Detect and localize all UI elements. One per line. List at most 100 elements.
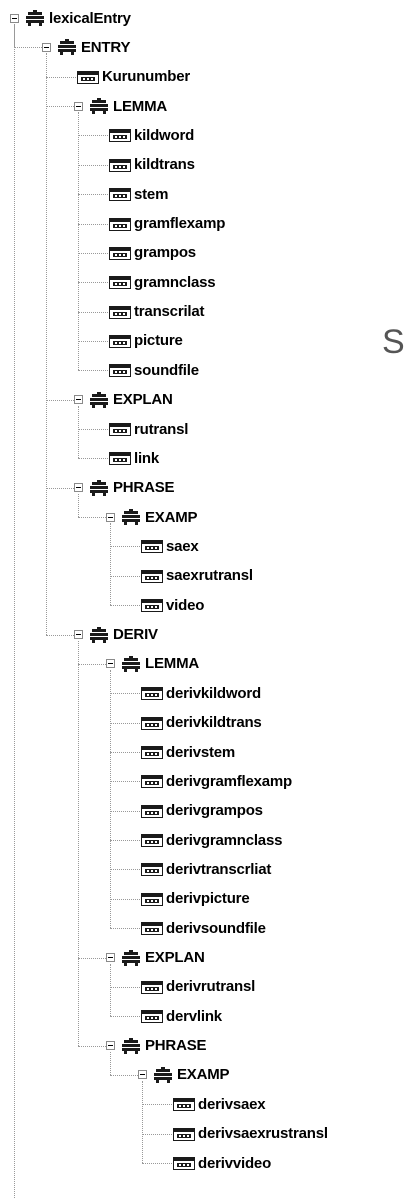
group-element-icon (119, 509, 145, 526)
tree-leaf-node[interactable]: transcrilat (108, 302, 205, 322)
tree-leaf-node[interactable]: stem (108, 184, 168, 204)
tree-connector (142, 1163, 184, 1165)
tree-group-node[interactable]: EXPLAN (74, 390, 173, 410)
tree-leaf-node[interactable]: derivsaex (172, 1094, 266, 1114)
tree-connector (78, 112, 79, 371)
tree-node-label: gramnclass (134, 273, 216, 291)
field-element-icon (140, 773, 166, 789)
tree-connector (46, 634, 74, 636)
tree-leaf-node[interactable]: derivgramflexamp (140, 771, 292, 791)
field-element-icon (140, 803, 166, 819)
tree-node-label: link (134, 449, 160, 467)
collapse-toggle-icon[interactable] (74, 395, 83, 405)
tree-connector (110, 1051, 111, 1075)
field-element-icon (108, 186, 134, 202)
tree-group-node[interactable]: LEMMA (74, 96, 167, 116)
tree-connector (110, 1074, 138, 1076)
collapse-toggle-icon[interactable] (106, 659, 115, 669)
field-element-icon (172, 1155, 198, 1171)
tree-connector (110, 928, 152, 930)
tree-connector (46, 487, 74, 489)
tree-leaf-node[interactable]: saexrutransl (140, 566, 253, 586)
tree-connector (78, 194, 120, 196)
tree-leaf-node[interactable]: picture (108, 331, 183, 351)
collapse-toggle-icon[interactable] (74, 483, 83, 493)
group-element-icon (87, 391, 113, 408)
tree-connector (78, 640, 79, 1046)
collapse-toggle-icon[interactable] (42, 42, 51, 52)
collapse-toggle-icon[interactable] (74, 101, 83, 111)
tree-connector (78, 493, 79, 518)
tree-group-node[interactable]: EXPLAN (106, 948, 205, 968)
collapse-toggle-icon[interactable] (106, 953, 115, 963)
tree-leaf-node[interactable]: Kurunumber (76, 67, 190, 87)
group-element-icon (23, 10, 49, 26)
collapse-toggle-icon[interactable] (106, 512, 115, 522)
tree-connector (78, 282, 120, 284)
tree-group-node[interactable]: PHRASE (74, 478, 175, 498)
tree-node-label: derivtranscrliat (166, 860, 272, 878)
tree-leaf-node[interactable]: rutransl (108, 419, 188, 439)
tree-leaf-node[interactable]: dervlink (140, 1006, 222, 1026)
group-element-icon (119, 655, 145, 672)
field-element-icon (76, 69, 102, 85)
tree-connector (78, 340, 120, 342)
tree-leaf-node[interactable]: kildword (108, 125, 194, 145)
tree-connector (110, 986, 152, 988)
field-element-icon (140, 538, 166, 554)
tree-leaf-node[interactable]: saex (140, 536, 199, 556)
tree-connector (110, 963, 111, 1017)
field-element-icon (140, 685, 166, 701)
tree-leaf-node[interactable]: grampos (108, 243, 196, 263)
tree-group-node[interactable]: EXAMP (138, 1065, 230, 1085)
tree-leaf-node[interactable]: derivstem (140, 742, 235, 762)
collapse-toggle-icon[interactable] (106, 1041, 115, 1051)
field-element-icon (108, 274, 134, 290)
tree-leaf-node[interactable]: derivgrampos (140, 801, 263, 821)
tree-leaf-node[interactable]: gramflexamp (108, 214, 225, 234)
tree-leaf-node[interactable]: gramnclass (108, 272, 216, 292)
tree-leaf-node[interactable]: derivgramnclass (140, 830, 282, 850)
tree-node-label: saex (166, 537, 199, 555)
tree-leaf-node[interactable]: derivpicture (140, 889, 250, 909)
collapse-toggle-icon[interactable] (74, 630, 83, 640)
tree-leaf-node[interactable]: video (140, 595, 204, 615)
tree-leaf-node[interactable]: derivtranscrliat (140, 859, 271, 879)
field-element-icon (108, 450, 134, 466)
group-element-icon (87, 626, 113, 643)
tree-leaf-node[interactable]: derivkildtrans (140, 713, 262, 733)
tree-connector (78, 1045, 106, 1047)
tree-leaf-node[interactable]: kildtrans (108, 155, 195, 175)
tree-leaf-node[interactable]: link (108, 448, 159, 468)
tree-node-label: picture (134, 332, 183, 350)
tree-leaf-node[interactable]: derivkildword (140, 683, 261, 703)
field-element-icon (108, 157, 134, 173)
tree-leaf-node[interactable]: derivvideo (172, 1153, 271, 1173)
tree-group-node[interactable]: PHRASE (106, 1036, 207, 1056)
collapse-toggle-icon[interactable] (10, 13, 19, 23)
tree-node-label: EXPLAN (145, 949, 205, 967)
field-element-icon (140, 597, 166, 613)
tree-group-node[interactable]: lexicalEntry (10, 8, 131, 28)
tree-leaf-node[interactable]: derivrutransl (140, 977, 255, 997)
collapse-toggle-icon[interactable] (138, 1070, 147, 1080)
field-element-icon (140, 920, 166, 936)
tree-node-label: derivkildword (166, 684, 261, 702)
field-element-icon (140, 891, 166, 907)
tree-group-node[interactable]: EXAMP (106, 507, 198, 527)
tree-node-label: EXPLAN (113, 391, 173, 409)
tree-leaf-node[interactable]: derivsoundfile (140, 918, 266, 938)
tree-node-label: video (166, 596, 205, 614)
tree-leaf-node[interactable]: soundfile (108, 360, 199, 380)
tree-node-label: kildtrans (134, 156, 195, 174)
tree-group-node[interactable]: ENTRY (42, 37, 130, 57)
tree-connector (78, 164, 120, 166)
field-element-icon (140, 744, 166, 760)
tree-group-node[interactable]: LEMMA (106, 654, 199, 674)
tree-connector (142, 1104, 184, 1106)
tree-group-node[interactable]: DERIV (74, 625, 158, 645)
tree-connector (78, 223, 120, 225)
tree-connector (14, 24, 15, 1198)
tree-connector (110, 898, 152, 900)
tree-leaf-node[interactable]: derivsaexrustransl (172, 1124, 328, 1144)
